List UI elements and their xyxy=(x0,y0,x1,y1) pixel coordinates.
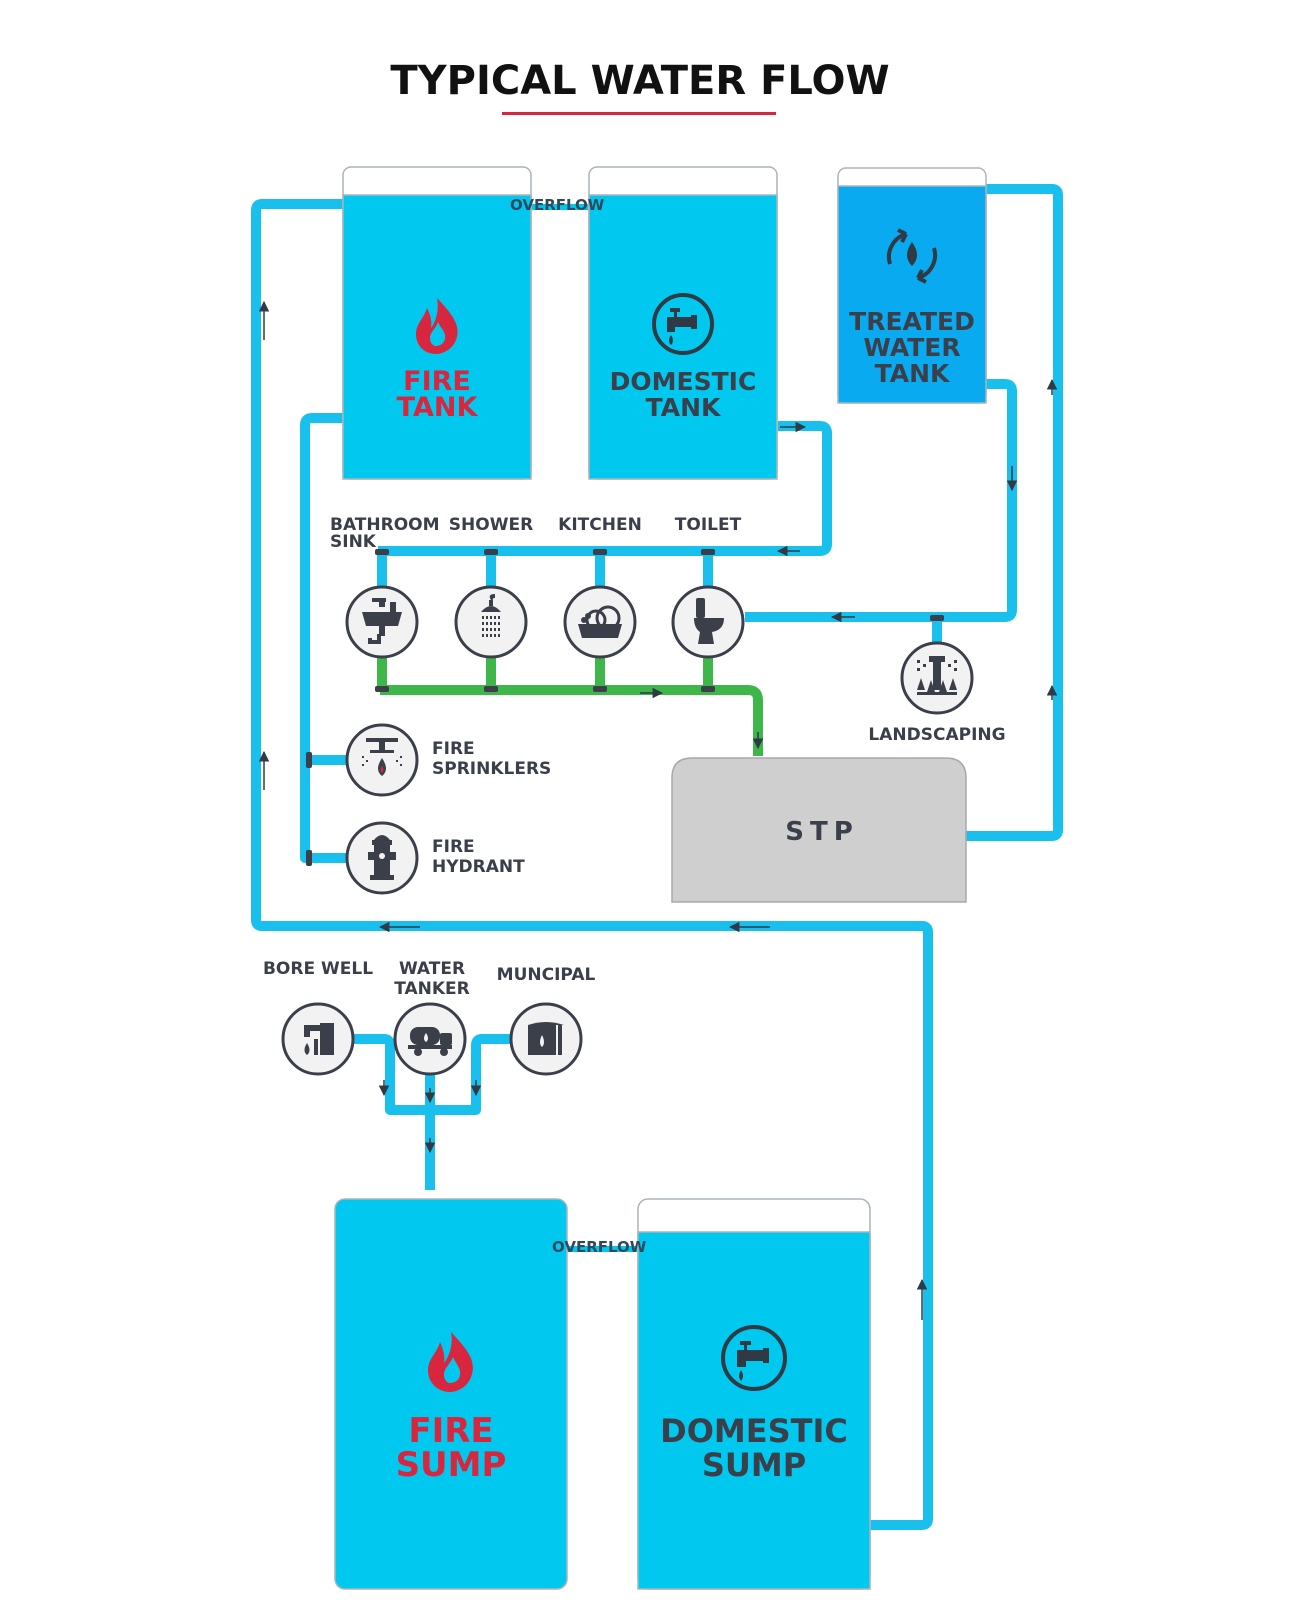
treated-supply-pipe xyxy=(745,379,1017,622)
flame-icon xyxy=(416,298,458,354)
domestic-tank-label-line1: DOMESTIC xyxy=(610,367,757,396)
pipes xyxy=(251,184,1063,1530)
domestic-tank-label-line2: TANK xyxy=(646,393,722,422)
bore-well-label: BORE WELL xyxy=(263,959,373,979)
bathroom-sink-fixture xyxy=(345,585,419,659)
sprinkler-icon xyxy=(362,738,402,776)
water-tanker-label-line1: WATER xyxy=(399,959,465,979)
water-recycle-icon xyxy=(886,228,938,284)
bathroom-sink-label-line2: SINK xyxy=(330,532,377,552)
stp-label: STP xyxy=(785,817,859,847)
toilet-fixture xyxy=(671,585,745,659)
fire-hydrant-fixture xyxy=(345,821,419,895)
fire-sprinklers-fixture xyxy=(345,723,419,797)
tanker-truck-icon xyxy=(408,1027,452,1056)
fire-sprinklers-label-line1: FIRE xyxy=(432,739,475,759)
bore-well-source xyxy=(281,1002,355,1076)
shower-label: SHOWER xyxy=(449,515,533,535)
kitchen-fixture xyxy=(563,585,637,659)
shower-icon xyxy=(481,594,501,637)
municipal-source xyxy=(509,1002,583,1076)
toilet-label: TOILET xyxy=(675,515,742,535)
domestic-sump: DOMESTIC SUMP xyxy=(637,1198,871,1590)
kitchen-label: KITCHEN xyxy=(558,515,642,535)
fire-sump: FIRE SUMP xyxy=(334,1198,568,1590)
bathroom-sink-label-line1: BATHROOM xyxy=(330,515,440,535)
shower-fixture xyxy=(454,585,528,659)
municipal-label: MUNCIPAL xyxy=(497,965,596,985)
overflow-label-top: OVERFLOW xyxy=(510,196,605,214)
supply-pipe-right xyxy=(251,199,933,1530)
water-tanker-label-line2: TANKER xyxy=(394,979,470,999)
fire-tank: FIRE TANK xyxy=(342,166,532,480)
overflow-pipe-bottom xyxy=(566,1246,638,1252)
fire-line-pipe xyxy=(300,413,346,863)
fire-sprinklers-label-line2: SPRINKLERS xyxy=(432,759,551,779)
tap-icon xyxy=(652,293,714,355)
fire-tank-label-line2: TANK xyxy=(397,392,479,423)
municipal-tank-icon xyxy=(528,1022,564,1055)
bore-well-icon xyxy=(304,1023,334,1055)
treated-tank-label-line3: TANK xyxy=(875,359,951,388)
fire-hydrant-label-line2: HYDRANT xyxy=(432,857,525,877)
flame-icon xyxy=(428,1332,473,1392)
landscaping-fixture xyxy=(900,641,974,715)
water-tanker-source xyxy=(393,1002,467,1076)
domestic-sump-label-line2: SUMP xyxy=(702,1446,806,1484)
treated-water-tank: TREATED WATER TANK xyxy=(837,167,987,404)
toilet-icon xyxy=(694,598,724,644)
domestic-sump-label-line1: DOMESTIC xyxy=(660,1412,848,1450)
dishes-icon xyxy=(578,605,622,638)
fire-hydrant-label-line1: FIRE xyxy=(432,837,475,857)
title-underline xyxy=(502,112,776,115)
treated-return-pipe xyxy=(964,184,1063,841)
stp-unit: STP xyxy=(671,757,967,903)
treated-tank-label-line1: TREATED xyxy=(849,307,975,336)
garden-sprinkler-icon xyxy=(917,656,957,695)
domestic-tank: DOMESTIC TANK xyxy=(588,166,778,480)
fire-tank-label-line1: FIRE xyxy=(403,366,471,397)
treated-tank-label-line2: WATER xyxy=(863,333,960,362)
landscaping-label: LANDSCAPING xyxy=(868,725,1005,745)
drain-pipes xyxy=(377,655,763,756)
pipe-joints xyxy=(306,549,944,866)
hydrant-icon xyxy=(368,835,396,880)
domestic-supply-pipe xyxy=(378,421,832,556)
fire-sump-label-line2: SUMP xyxy=(396,1445,507,1485)
drain-main-pipe xyxy=(380,685,763,756)
tap-icon xyxy=(721,1325,787,1391)
fire-sump-label-line1: FIRE xyxy=(408,1411,493,1451)
overflow-pipe-top xyxy=(528,204,592,210)
page-title: TYPICAL WATER FLOW xyxy=(390,58,889,104)
sink-icon xyxy=(362,598,402,644)
overflow-label-bottom: OVERFLOW xyxy=(552,1238,647,1256)
